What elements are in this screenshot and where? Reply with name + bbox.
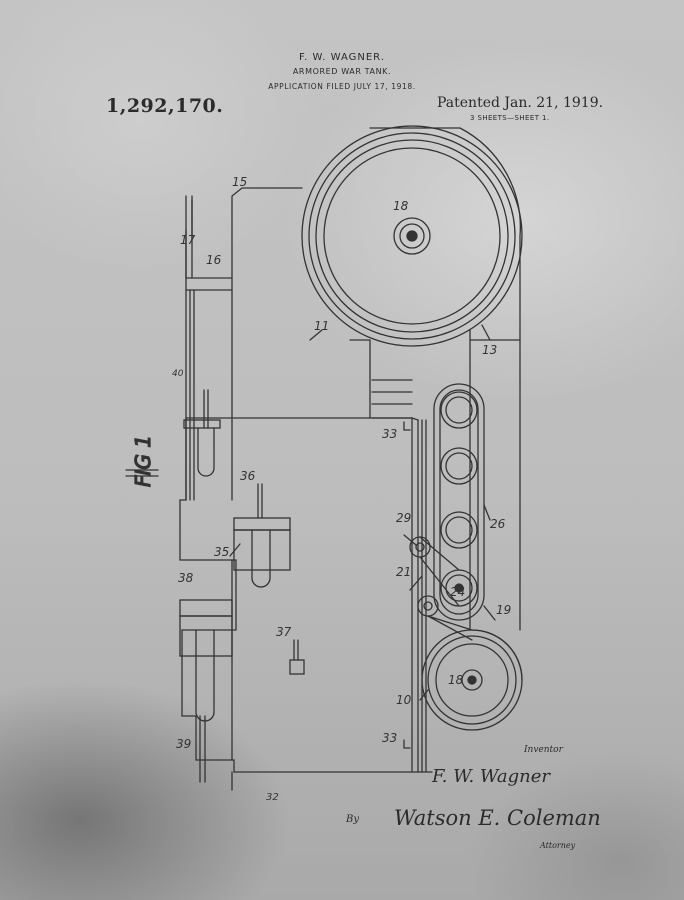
- cylinder-36: [233, 483, 291, 588]
- callout-38: 38: [178, 571, 194, 585]
- callout-40: 40: [172, 369, 184, 379]
- by-label: By: [346, 814, 359, 825]
- callout-17: 17: [180, 233, 196, 247]
- callout-13: 13: [482, 343, 497, 357]
- device-37: [289, 639, 305, 675]
- callout-numbers: 17 16 15 11 18 13 40 33 36 26 29 35 21 3…: [172, 175, 511, 803]
- cylinder-38: [179, 599, 233, 783]
- filing-date: APPLICATION FILED JULY 17, 1918.: [268, 82, 416, 91]
- patent-title: ARMORED WAR TANK.: [292, 67, 392, 76]
- callout-15: 15: [232, 175, 247, 189]
- attorney-label: Attorney: [540, 841, 576, 850]
- callout-29: 29: [396, 511, 411, 525]
- callout-39: 39: [176, 737, 191, 751]
- callout-35: 35: [214, 545, 229, 559]
- callout-33-top: 33: [382, 427, 397, 441]
- patented-date: Patented Jan. 21, 1919.: [437, 95, 604, 111]
- inventor-name-header: F. W. WAGNER.: [299, 52, 385, 63]
- callout-11: 11: [314, 319, 329, 333]
- cylinder-40: [183, 389, 221, 477]
- callout-16: 16: [206, 253, 222, 267]
- callout-18-top: 18: [393, 199, 409, 213]
- drive-wheel: [301, 125, 523, 347]
- callout-33-bottom: 33: [382, 731, 397, 745]
- callout-10: 10: [396, 693, 412, 707]
- callout-32: 32: [266, 792, 279, 803]
- attorney-signature: Watson E. Coleman: [394, 806, 601, 830]
- patent-number: 1,292,170.: [106, 95, 224, 117]
- lead-lines: [191, 195, 496, 701]
- figure-label-text: FIG 1: [131, 435, 155, 487]
- callout-26: 26: [490, 517, 506, 531]
- lower-wheels: [409, 536, 523, 731]
- callout-18-bottom: 18: [448, 673, 464, 687]
- inventor-signature: F. W. Wagner: [432, 766, 550, 787]
- brackets-33: [403, 421, 411, 749]
- sheet-count: 3 SHEETS—SHEET 1.: [470, 114, 550, 122]
- hull-outline: [179, 187, 433, 791]
- callout-37: 37: [276, 625, 292, 639]
- inventor-label: Inventor: [524, 745, 563, 755]
- figure-label: FIG 1: [125, 434, 159, 488]
- callout-24: 24: [450, 585, 465, 599]
- callout-36: 36: [240, 469, 256, 483]
- callout-21: 21: [396, 565, 411, 579]
- callout-19: 19: [496, 603, 511, 617]
